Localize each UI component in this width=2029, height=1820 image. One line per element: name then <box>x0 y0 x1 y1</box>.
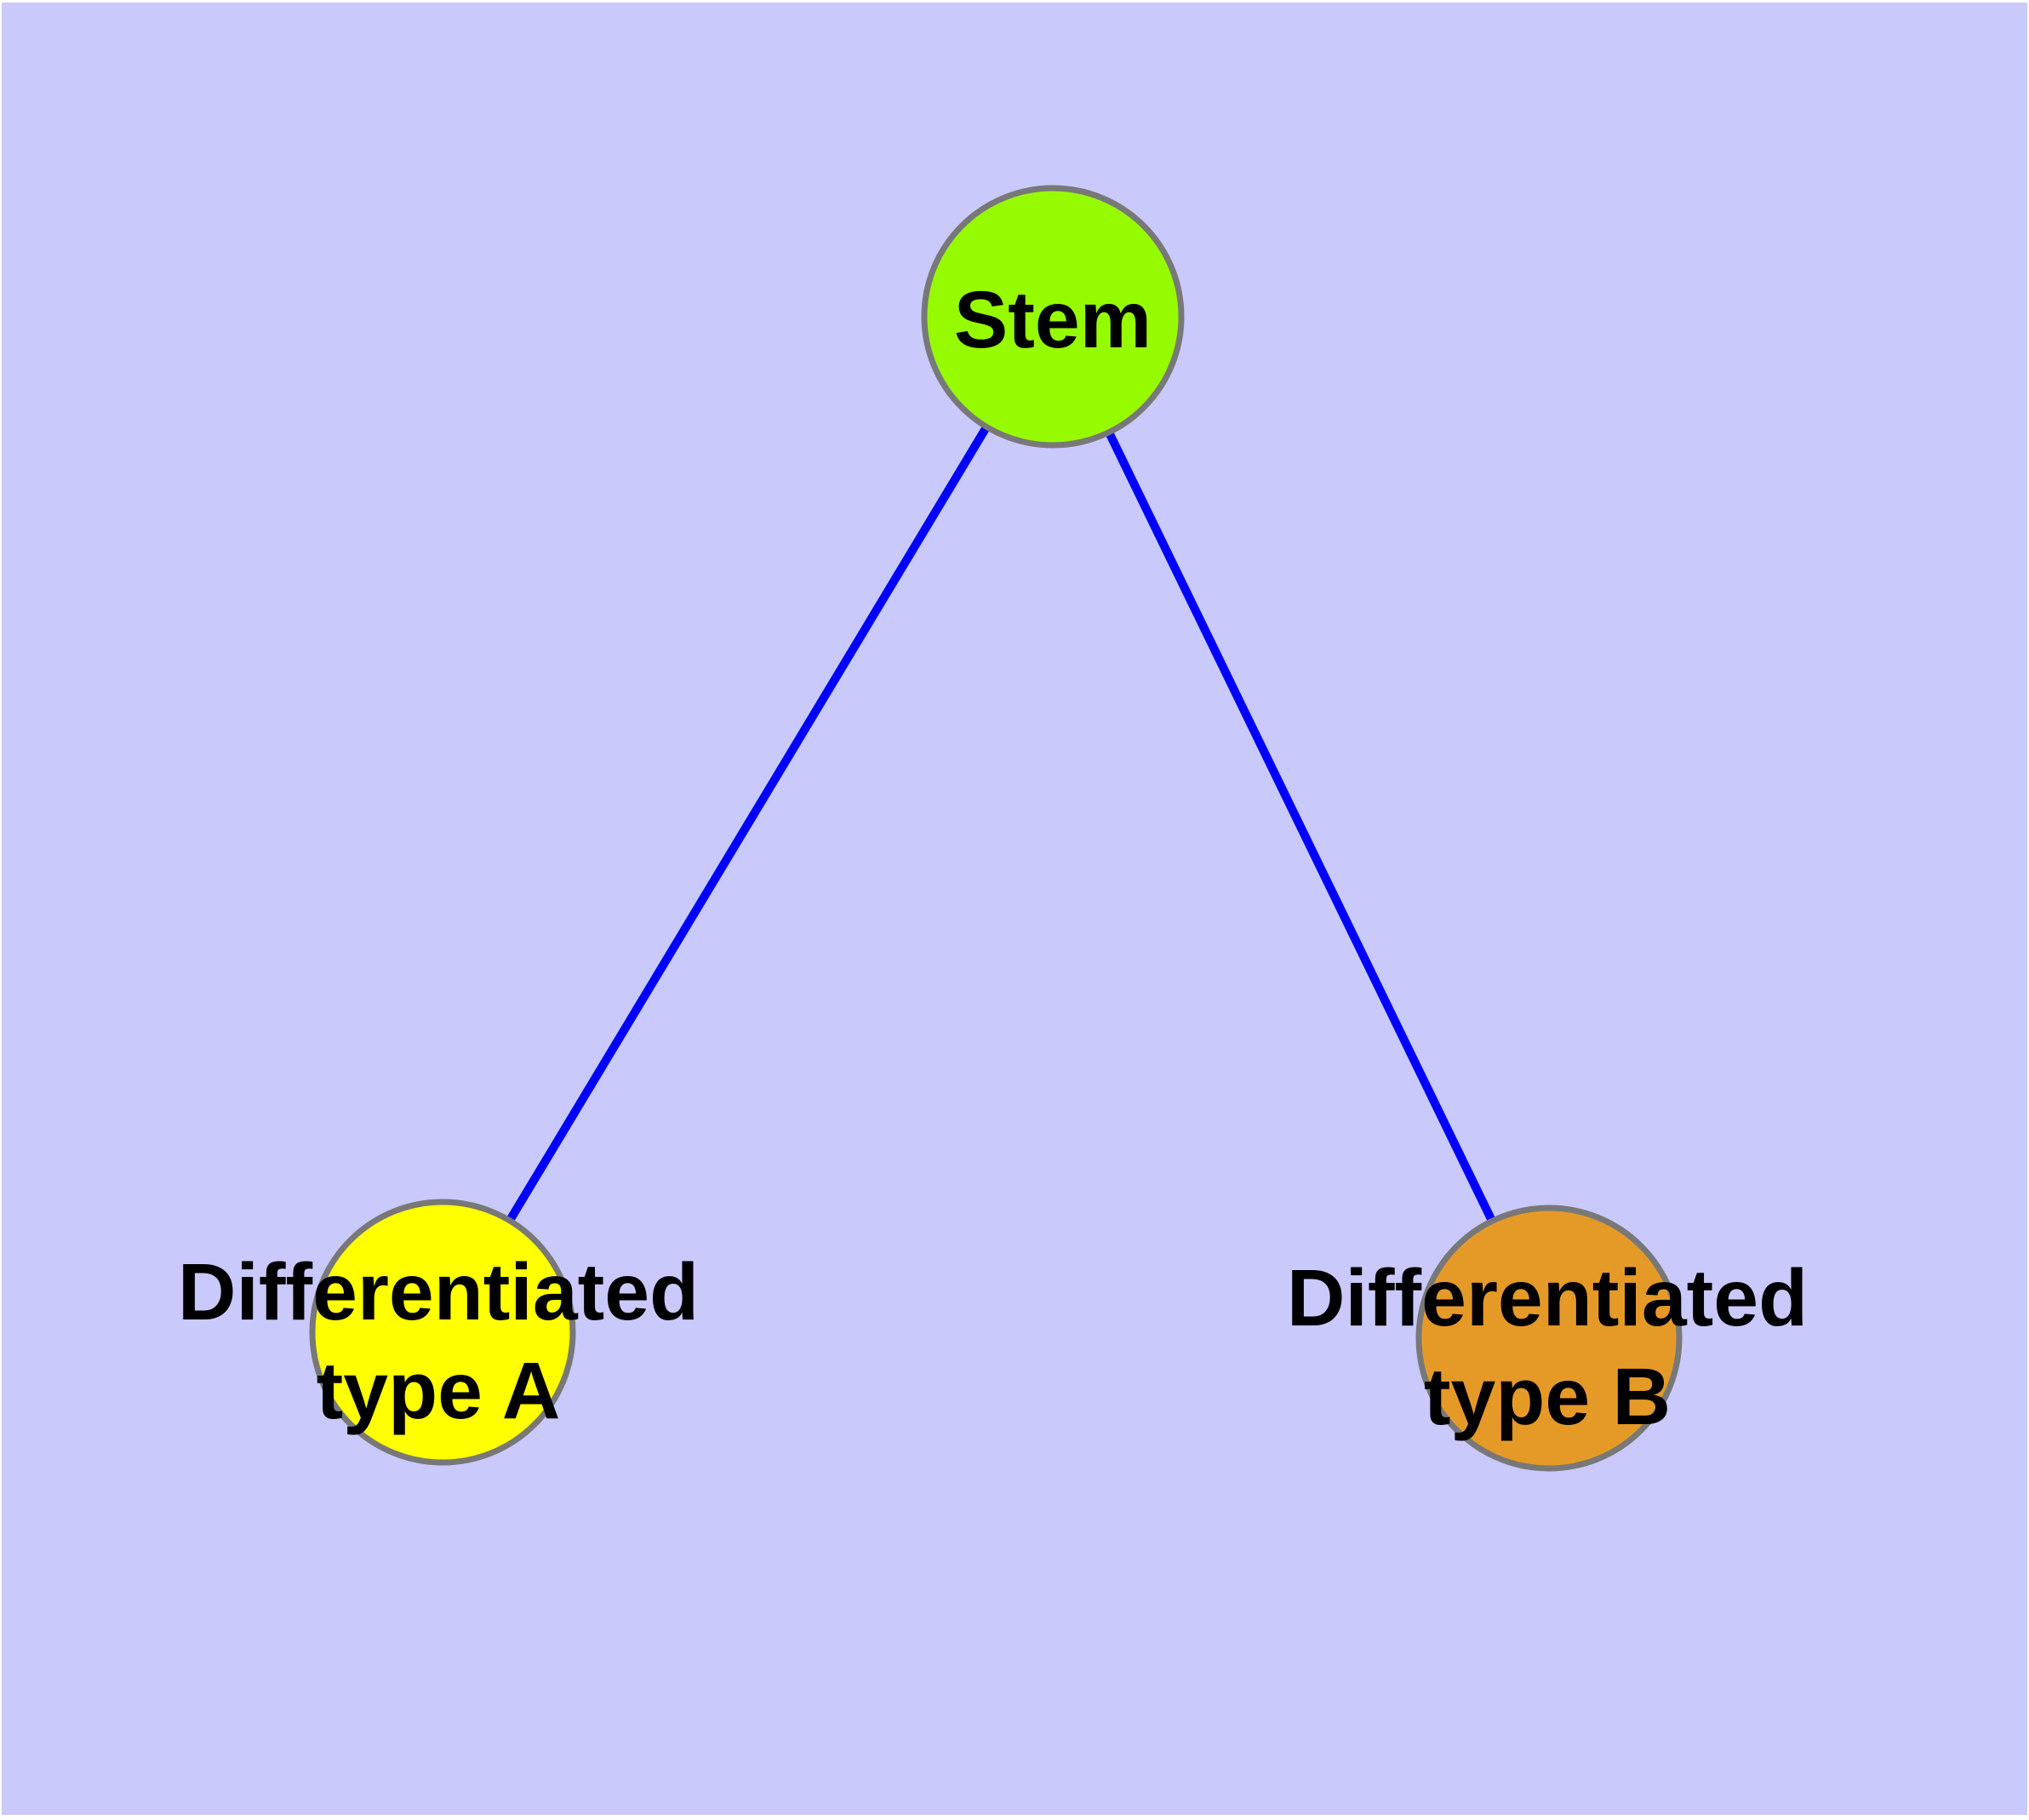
node-type-a-label-line2: type A <box>317 1346 561 1436</box>
edge-group <box>438 314 1553 1341</box>
node-differentiated-type-a <box>309 1199 576 1466</box>
label-group: Stem Differentiated type A Differentiate… <box>178 275 1808 1442</box>
node-stem <box>921 185 1185 449</box>
edge-stem-to-type-a <box>438 314 1057 1335</box>
node-type-b-label-line2: type B <box>1424 1352 1671 1442</box>
node-type-b-label-line1: Differentiated <box>1287 1253 1808 1343</box>
node-type-a-label-line1: Differentiated <box>178 1247 699 1337</box>
node-group <box>309 185 1683 1472</box>
edge-stem-to-type-b <box>1049 314 1553 1341</box>
node-stem-label: Stem <box>954 275 1152 365</box>
node-differentiated-type-b <box>1415 1205 1683 1472</box>
